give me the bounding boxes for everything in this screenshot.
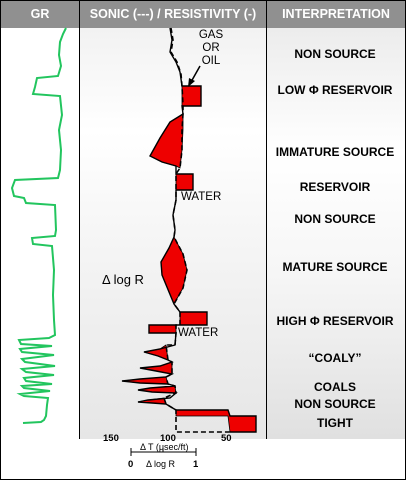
interp-tight: TIGHT — [317, 416, 353, 430]
gr-curve — [10, 27, 67, 424]
gr-track — [1, 28, 80, 439]
sonic-curve — [163, 27, 230, 433]
header-bar: GR SONIC (---) / RESISTIVITY (-) INTERPR… — [1, 1, 405, 28]
header-sonic-resistivity: SONIC (---) / RESISTIVITY (-) — [80, 1, 267, 28]
sonic-tick-150: 150 — [103, 433, 119, 444]
gas-label: GAS — [198, 29, 224, 41]
fill-coaly-1 — [148, 324, 177, 334]
res-scale-min: 0 — [128, 459, 134, 470]
fill-reservoir — [175, 173, 194, 191]
interp-high-phi-reservoir: HIGH Φ RESERVOIR — [276, 314, 394, 328]
fill-low-phi-reservoir — [181, 85, 202, 107]
interp-coaly: “COALY” — [308, 351, 362, 365]
interp-immature-source: IMMATURE SOURCE — [275, 145, 395, 159]
or-label: OR — [202, 42, 220, 54]
scale-bar — [130, 448, 197, 456]
interp-non-source-1: NON SOURCE — [294, 47, 376, 61]
gas-or-oil-label: GAS OR OIL — [196, 29, 226, 68]
water-label-upper: WATER — [181, 191, 222, 203]
log-track — [80, 28, 267, 439]
fill-immature-source — [149, 113, 184, 169]
interp-mature-source: MATURE SOURCE — [282, 260, 388, 274]
interpretation-track — [267, 28, 405, 439]
interp-low-phi-reservoir: LOW Φ RESERVOIR — [277, 83, 393, 97]
header-gr: GR — [1, 1, 80, 28]
sonic-tick-50: 50 — [221, 433, 232, 444]
delta-log-r-label: Δ log R — [102, 272, 144, 287]
separation-fills — [121, 85, 257, 433]
res-scale-max: 1 — [193, 459, 199, 470]
interp-reservoir: RESERVOIR — [299, 180, 371, 194]
oil-label: OIL — [201, 55, 221, 67]
sonic-tick-100: 100 — [160, 433, 176, 444]
fill-high-phi-reservoir — [179, 311, 208, 326]
interp-coals: COALS — [314, 380, 356, 394]
gas-oil-arrow — [188, 65, 201, 87]
res-scale-label: Δ log R — [146, 459, 176, 469]
water-label-lower: WATER — [178, 327, 219, 339]
sonic-axis-label: Δ T (μsec/ft) — [140, 442, 189, 452]
header-interpretation: INTERPRETATION — [282, 7, 390, 21]
fill-tight — [175, 409, 257, 433]
interp-non-source-3: NON SOURCE — [294, 397, 376, 411]
fill-mature-source — [160, 236, 188, 305]
interp-non-source-2: NON SOURCE — [294, 212, 376, 226]
